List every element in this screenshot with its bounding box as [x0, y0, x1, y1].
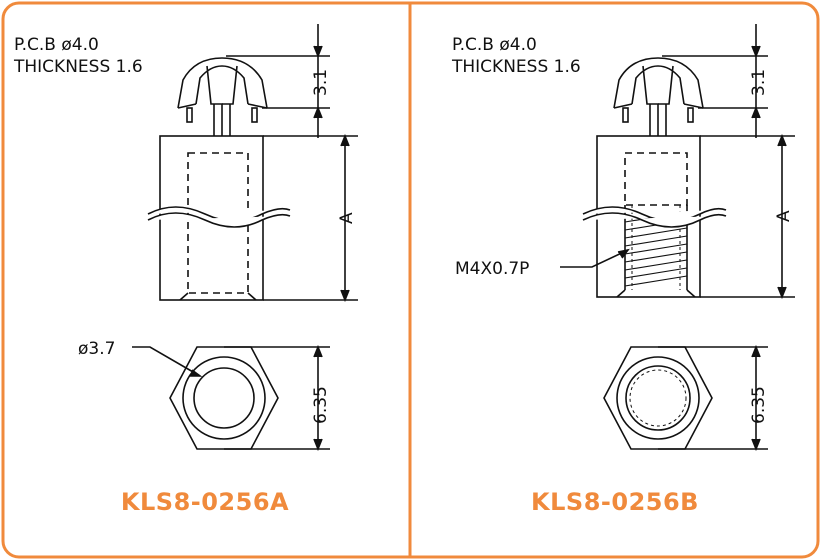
right-dim-hex-text: 6.35 — [749, 386, 769, 424]
right-snap-clip — [613, 57, 704, 136]
right-model-label: KLS8-0256B — [531, 488, 699, 516]
left-model-label: KLS8-0256A — [120, 488, 290, 516]
left-pcb-line1: P.C.B ø4.0 — [14, 35, 99, 55]
right-thread-callout: M4X0.7P — [455, 248, 630, 279]
right-dim-clip: 3.1 — [662, 24, 769, 138]
right-standoff-body — [582, 135, 727, 298]
left-dim-clip-text: 3.1 — [311, 69, 331, 96]
left-standoff-body — [147, 135, 291, 301]
left-pcb-line2: THICKNESS 1.6 — [13, 57, 143, 77]
right-pcb-line2: THICKNESS 1.6 — [451, 57, 581, 77]
right-dim-height: A — [700, 133, 795, 300]
right-thread-label: M4X0.7P — [455, 259, 529, 279]
left-dim-height: A — [263, 133, 358, 303]
right-hex-nut: 6.35 — [603, 344, 769, 452]
right-drawing: P.C.B ø4.0 THICKNESS 1.6 — [451, 24, 795, 452]
right-dim-clip-text: 3.1 — [749, 69, 769, 96]
left-dim-hex-text: 6.35 — [311, 386, 331, 424]
left-hole-label: ø3.7 — [78, 339, 115, 359]
left-drawing: P.C.B ø4.0 THICKNESS 1.6 — [13, 24, 358, 452]
right-dim-height-text: A — [774, 210, 794, 222]
left-snap-clip — [177, 57, 268, 136]
left-dim-height-text: A — [337, 212, 357, 224]
left-dim-clip: 3.1 — [226, 24, 331, 138]
left-hex-nut: 6.35 ø3.7 — [78, 339, 331, 452]
right-pcb-line1: P.C.B ø4.0 — [452, 35, 537, 55]
